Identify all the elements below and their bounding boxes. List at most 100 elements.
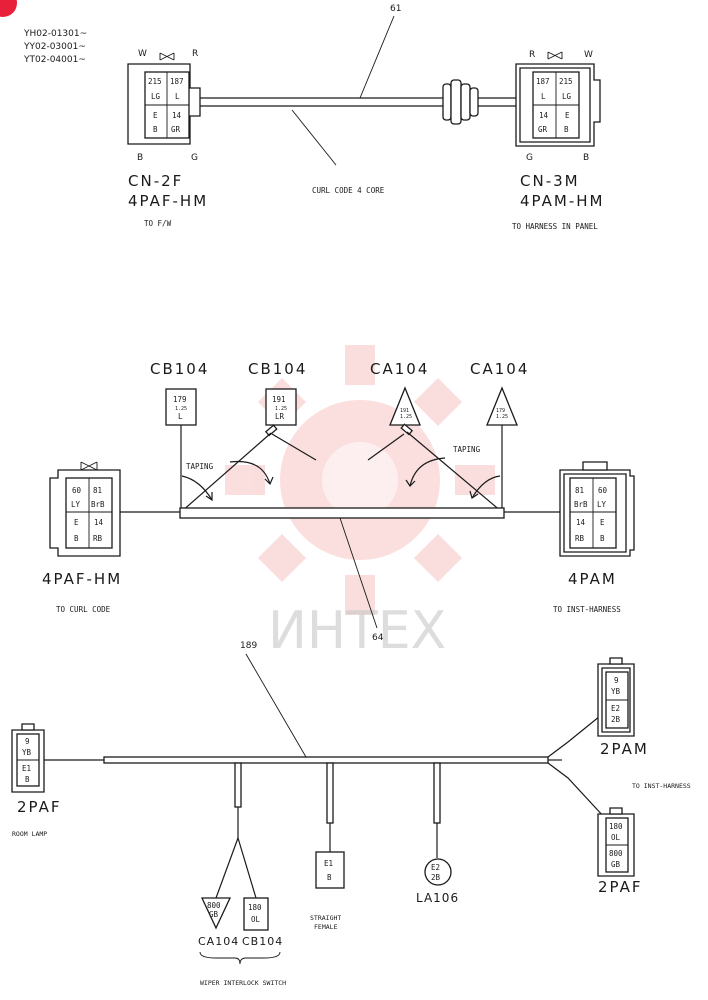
svg-text:E2: E2 (611, 704, 620, 713)
svg-text:215: 215 (148, 77, 162, 86)
tag-label-cb104-b: CB104 (248, 360, 307, 378)
svg-text:LA106: LA106 (416, 891, 459, 905)
harness-ref-189: 189 (240, 641, 257, 651)
connector-la106: E2 2B LA106 (416, 858, 459, 905)
svg-text:LY: LY (597, 500, 607, 509)
svg-text:W: W (584, 50, 593, 60)
svg-text:B: B (137, 153, 143, 163)
svg-text:TO CURL CODE: TO CURL CODE (56, 605, 111, 614)
svg-text:LG: LG (151, 92, 161, 101)
svg-text:LG: LG (562, 92, 572, 101)
harness-ref-61: 61 (390, 4, 401, 14)
svg-text:L: L (541, 92, 546, 101)
svg-text:14: 14 (172, 111, 182, 120)
watermark-text: ИНТЕХ (268, 601, 446, 661)
connector-ca104-wiper: 800 GB CA104 (198, 897, 239, 948)
svg-text:191: 191 (272, 395, 286, 404)
svg-text:B: B (153, 125, 158, 134)
serial-3: YT02-04001~ (23, 55, 86, 65)
tag-label-ca104-a: CA104 (370, 360, 429, 378)
svg-text:2B: 2B (431, 873, 441, 882)
taping-arrow-right-2 (471, 475, 501, 499)
svg-text:GB: GB (209, 910, 219, 919)
svg-text:800: 800 (609, 849, 623, 858)
taping-label-left: TAPING (186, 462, 214, 471)
svg-text:187: 187 (170, 77, 184, 86)
svg-text:2B: 2B (611, 715, 621, 724)
section-room-lamp-harness: 189 9 YB E1 B 2PAF ROOM LAMP (11, 641, 691, 987)
connector-4paf-hm: 60 81 LY BrB E 14 B RB 4PAF-HM TO CURL C… (42, 461, 122, 614)
taping-arrow-left-2 (229, 460, 271, 485)
svg-text:81: 81 (93, 486, 102, 495)
svg-text:STRAIGHT: STRAIGHT (310, 914, 341, 922)
svg-text:179: 179 (173, 395, 187, 404)
svg-text:YB: YB (611, 687, 621, 696)
svg-text:YB: YB (22, 748, 32, 757)
corner-badge-icon (0, 0, 17, 17)
to-inst-harness-label: TO INST-HARNESS (632, 782, 691, 790)
svg-text:FEMALE: FEMALE (314, 923, 338, 931)
svg-text:800: 800 (207, 901, 221, 910)
svg-text:180: 180 (609, 822, 623, 831)
svg-text:GB: GB (611, 860, 621, 869)
connector-cn-3m: R W 187 215 L LG 14 E GR B G B CN-3M 4PA… (512, 50, 604, 231)
connector-2paf-room-lamp: 9 YB E1 B 2PAF ROOM LAMP (11, 723, 62, 838)
svg-text:2PAF: 2PAF (17, 798, 62, 816)
svg-text:RB: RB (575, 534, 585, 543)
svg-text:1.25: 1.25 (175, 406, 187, 412)
svg-text:GR: GR (538, 125, 548, 134)
svg-text:L: L (178, 412, 183, 421)
svg-text:B: B (564, 125, 569, 134)
section-cab-harness: CB104 CB104 CA104 CA104 179 1.25 L 191 1… (42, 360, 635, 643)
cable-label: CURL CODE 4 CORE (312, 186, 385, 195)
svg-text:OL: OL (251, 915, 261, 924)
svg-text:GR: GR (171, 125, 181, 134)
svg-text:W: W (138, 49, 147, 59)
svg-text:BrB: BrB (574, 500, 588, 509)
grommet-icon (442, 79, 479, 125)
taping-arrow-right-1 (409, 457, 446, 487)
svg-text:CA104: CA104 (198, 935, 239, 948)
svg-text:1.25: 1.25 (496, 414, 508, 420)
svg-text:14: 14 (539, 111, 549, 120)
svg-text:1.25: 1.25 (400, 414, 412, 420)
svg-text:B: B (327, 873, 332, 882)
wiper-brace (199, 951, 281, 965)
svg-text:9: 9 (614, 676, 619, 685)
svg-text:B: B (600, 534, 605, 543)
svg-text:B: B (583, 153, 589, 163)
svg-text:4PAM: 4PAM (568, 570, 617, 588)
svg-text:G: G (526, 153, 533, 163)
svg-text:R: R (192, 49, 198, 59)
svg-text:179: 179 (496, 408, 505, 414)
svg-text:60: 60 (72, 486, 82, 495)
connector-4pam: 81 60 BrB LY 14 E RB B 4PAM TO INST-HARN… (553, 461, 635, 614)
svg-text:L: L (175, 92, 180, 101)
connector-type-4paf-hm: 4PAF-HM (128, 192, 208, 210)
svg-text:E1: E1 (22, 764, 31, 773)
svg-text:4PAF-HM: 4PAF-HM (42, 570, 122, 588)
svg-text:191: 191 (400, 408, 409, 414)
svg-text:LR: LR (275, 412, 285, 421)
svg-text:2PAF: 2PAF (598, 878, 643, 896)
svg-text:RB: RB (93, 534, 103, 543)
svg-text:E: E (600, 518, 605, 527)
svg-text:OL: OL (611, 833, 621, 842)
svg-text:E2: E2 (431, 863, 440, 872)
serial-2: YY02-03001~ (23, 42, 86, 52)
connector-type-4pam-hm: 4PAM-HM (520, 192, 604, 210)
svg-text:B: B (25, 775, 30, 784)
svg-text:1.25: 1.25 (275, 406, 287, 412)
harness-ref-64: 64 (372, 633, 384, 643)
svg-text:E: E (153, 111, 158, 120)
connector-name-cn-3m: CN-3M (520, 172, 580, 190)
svg-text:LY: LY (71, 500, 81, 509)
taping-label-right: TAPING (453, 445, 481, 454)
svg-text:E: E (74, 518, 79, 527)
svg-text:E: E (565, 111, 570, 120)
svg-text:G: G (191, 153, 198, 163)
tag-label-ca104-b: CA104 (470, 360, 529, 378)
connector-2paf-bottom: 180 OL 800 GB 2PAF (597, 807, 643, 896)
taping-arrow-left-1 (181, 475, 213, 501)
